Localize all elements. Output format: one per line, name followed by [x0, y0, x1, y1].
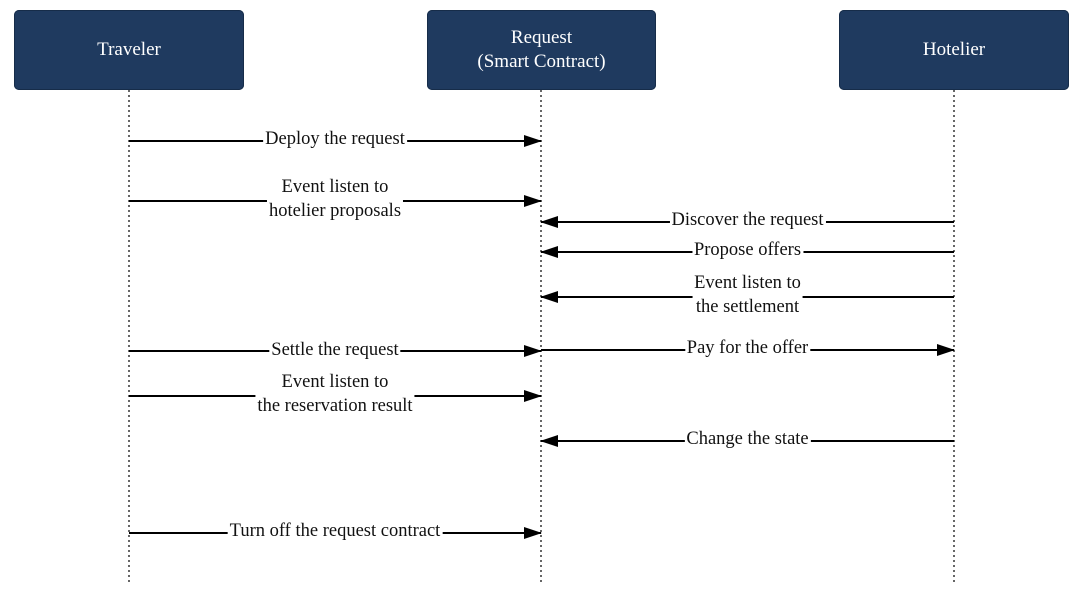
message-label-line: Propose offers — [693, 240, 802, 260]
message-label-line: Deploy the request — [265, 129, 405, 149]
actor-traveler-label: Traveler — [97, 39, 161, 60]
message-label-deploy: Deploy the request — [263, 127, 407, 151]
message-label-line: Turn off the request contract — [229, 521, 441, 541]
message-label-line: Pay for the offer — [686, 338, 809, 358]
actor-hotelier: Hotelier — [839, 10, 1069, 90]
actor-traveler: Traveler — [14, 10, 244, 90]
actor-request-sublabel: (Smart Contract) — [477, 51, 606, 72]
actor-request-label: Request — [510, 27, 573, 48]
message-label-turn-off: Turn off the request contract — [227, 519, 443, 543]
message-label-discover: Discover the request — [669, 208, 826, 232]
message-label-line: Event listen to — [281, 372, 389, 392]
message-label-line: the settlement — [695, 297, 800, 317]
message-label-line: Event listen to — [281, 177, 389, 197]
message-label-change-state: Change the state — [684, 427, 811, 451]
message-label-propose: Propose offers — [691, 238, 804, 262]
actor-request: Request (Smart Contract) — [427, 10, 656, 90]
message-label-settle: Settle the request — [269, 338, 401, 362]
message-label-line: Discover the request — [671, 210, 824, 230]
message-label-listen-settlement: Event listen to the settlement — [692, 271, 803, 319]
message-label-listen-proposals: Event listen to hotelier proposals — [266, 175, 404, 223]
message-label-listen-result: Event listen to the reservation result — [255, 370, 415, 418]
message-label-line: the reservation result — [257, 396, 413, 416]
message-label-line: hotelier proposals — [268, 201, 402, 221]
actor-hotelier-label: Hotelier — [922, 39, 986, 60]
message-label-line: Settle the request — [271, 340, 399, 360]
message-label-line: Change the state — [686, 429, 809, 449]
message-label-line: Event listen to — [694, 273, 801, 293]
message-label-pay: Pay for the offer — [684, 336, 811, 360]
